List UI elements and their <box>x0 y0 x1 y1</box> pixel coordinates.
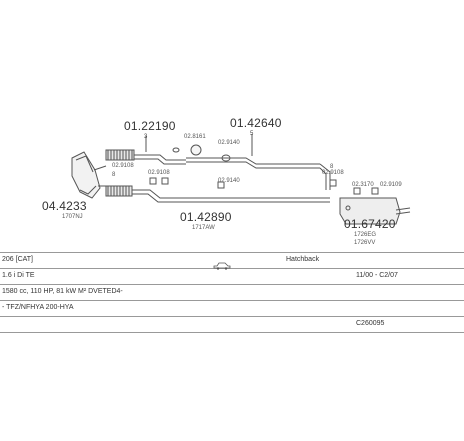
production-dates: 11/00 - C2/07 <box>356 272 398 279</box>
part-qty: 5 <box>250 131 254 137</box>
exhaust-drawing <box>71 134 411 225</box>
engine-name: 1.6 i Di TE <box>2 272 35 279</box>
small-part-label[interactable]: 02.9140 <box>218 140 240 146</box>
part-number-04-4233[interactable]: 04.4233 <box>42 199 87 213</box>
small-part-label[interactable]: 02.9108 <box>112 163 134 169</box>
upper-pipe <box>134 154 186 161</box>
part-number-01-22190[interactable]: 01.22190 <box>124 119 176 133</box>
part-ref: 1726VV <box>354 240 376 246</box>
part-number-01-42890[interactable]: 01.42890 <box>180 210 232 224</box>
small-part-label[interactable]: 02.9140 <box>218 178 240 184</box>
body-type: Hatchback <box>286 256 320 263</box>
info-row: 1.6 i Di TE 11/00 - C2/07 <box>0 268 464 285</box>
small-part-label[interactable]: 02.8161 <box>184 134 206 140</box>
small-part-label: 8 <box>112 172 116 178</box>
rear-muffler-icon <box>339 197 411 225</box>
gasket-icon <box>172 147 231 162</box>
rubber-hanger-icon <box>149 177 379 195</box>
small-part-label: 8 <box>330 164 334 170</box>
catalog-code: C260095 <box>356 320 385 327</box>
model-name: 206 [CAT] <box>2 256 33 263</box>
info-row: 206 [CAT] Hatchback <box>0 252 464 269</box>
engine-codes: - TFZ/NFHYA 200-HYA <box>2 304 74 311</box>
catalytic-converter-icon <box>71 151 108 199</box>
small-part-label[interactable]: 02.9108 <box>322 170 344 176</box>
part-ref: 1726EG <box>354 232 377 238</box>
part-ref: 1717AW <box>192 225 215 231</box>
car-hatchback-icon <box>213 257 231 275</box>
info-row: C260095 <box>0 316 464 333</box>
engine-specs: 1580 cc, 110 HP, 81 kW M² DVETED4- <box>2 288 123 295</box>
small-part-label[interactable]: 02.9109 <box>380 182 402 188</box>
info-row: - TFZ/NFHYA 200-HYA <box>0 300 464 317</box>
part-number-01-42640[interactable]: 01.42640 <box>230 116 282 130</box>
part-qty: 3 <box>144 134 148 140</box>
part-ref: 1707NJ <box>62 214 83 220</box>
table-bottom-divider <box>0 332 464 333</box>
clamp-icon <box>190 144 202 156</box>
exhaust-diagram: 01.22190 3 01.42640 5 04.4233 1707NJ 01.… <box>42 116 411 246</box>
small-part-label[interactable]: 02.3170 <box>352 182 374 188</box>
part-number-01-67420[interactable]: 01.67420 <box>344 217 396 231</box>
info-row: 1580 cc, 110 HP, 81 kW M² DVETED4- <box>0 284 464 301</box>
flex-pipe-lower-icon <box>105 185 133 197</box>
lower-pipe <box>132 189 330 199</box>
flex-pipe-upper-icon <box>105 149 135 161</box>
small-part-label[interactable]: 02.9108 <box>148 170 170 176</box>
